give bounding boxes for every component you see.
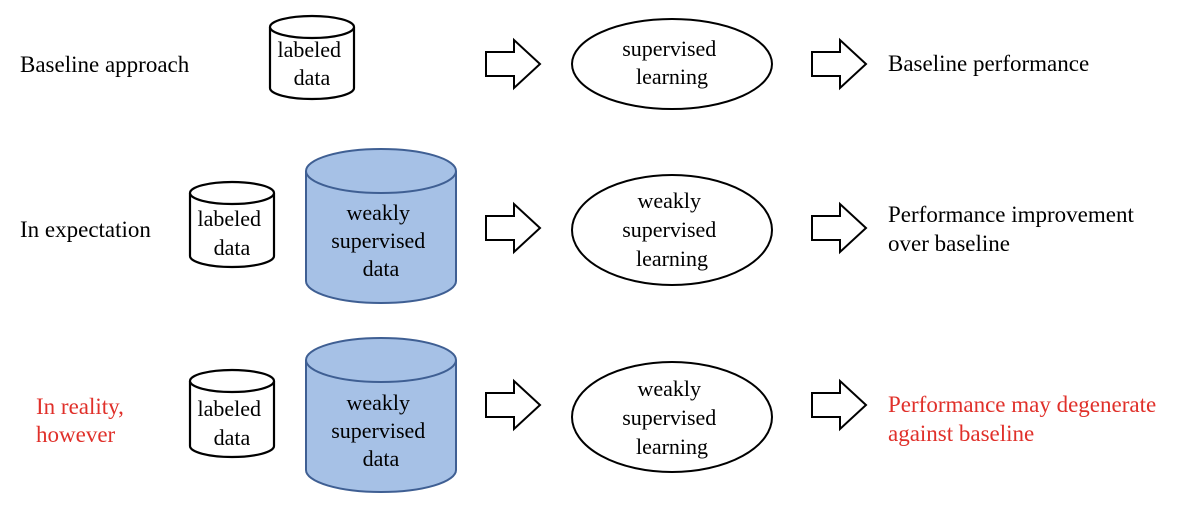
method-label: weakly supervised learning: [622, 188, 722, 271]
cylinder-body: [188, 381, 276, 459]
cylinder-top: [188, 180, 276, 206]
row-label-line: In expectation: [20, 217, 151, 242]
result-label-line: against baseline: [888, 421, 1034, 446]
cylinder-label-line: data: [294, 65, 331, 90]
cylinder-label-line: supervised: [331, 228, 425, 253]
result-label-line: Performance improvement: [888, 202, 1134, 227]
cylinder-label-line: labeled: [197, 396, 261, 421]
method-label-line: supervised: [622, 217, 716, 242]
method-label-line: supervised: [622, 36, 716, 61]
method-label-line: weakly: [637, 376, 701, 401]
weakly-supervised-data-cylinder: weakly supervised data: [305, 337, 457, 493]
cylinder-label: weakly supervised data: [331, 390, 431, 471]
cylinder-body: [305, 360, 457, 493]
method-ellipse-shape: [571, 174, 773, 286]
cylinder-body: [268, 27, 356, 101]
cylinder-label-line: data: [214, 425, 251, 450]
method-ellipse: supervised learning: [571, 18, 773, 110]
cylinder-body: [188, 193, 276, 269]
weakly-supervised-data-cylinder: weakly supervised data: [305, 148, 457, 304]
right-arrow-icon: [485, 378, 542, 432]
cylinder-label-line: data: [363, 446, 400, 471]
row-reality: In reality, however labeled data weakly …: [36, 337, 1162, 493]
row-label: In reality, however: [36, 394, 130, 447]
result-label: Performance may degenerate against basel…: [888, 392, 1162, 446]
cylinder-top: [305, 337, 457, 383]
cylinder-label: labeled data: [197, 206, 266, 260]
method-ellipse: weakly supervised learning: [571, 174, 773, 286]
cylinder-label-line: supervised: [331, 418, 425, 443]
right-arrow-icon: [485, 201, 542, 255]
labeled-data-cylinder: labeled data: [188, 368, 276, 459]
result-label: Performance improvement over baseline: [888, 202, 1140, 256]
cylinder-label-line: labeled: [197, 206, 261, 231]
cylinder-label-line: labeled: [277, 37, 341, 62]
row-label-line: however: [36, 422, 116, 447]
row-baseline: Baseline approach labeled data supervise…: [20, 14, 1089, 110]
method-label-line: learning: [636, 246, 708, 271]
cylinder-label: labeled data: [197, 396, 266, 450]
right-arrow-icon: [811, 378, 868, 432]
method-label-line: weakly: [637, 188, 701, 213]
cylinder-label: weakly supervised data: [331, 200, 431, 281]
right-arrow-icon: [811, 201, 868, 255]
cylinder-top: [305, 148, 457, 194]
labeled-data-cylinder: labeled data: [268, 14, 356, 101]
row-expectation: In expectation labeled data weakly super…: [20, 148, 1140, 304]
row-label-line: In reality,: [36, 394, 124, 419]
method-label: weakly supervised learning: [622, 376, 722, 459]
cylinder-label-line: weakly: [346, 200, 410, 225]
cylinder-top: [268, 14, 356, 40]
result-label-line: Performance may degenerate: [888, 392, 1156, 417]
row-label-line: Baseline approach: [20, 52, 190, 77]
cylinder-label-line: data: [214, 235, 251, 260]
cylinder-label-line: weakly: [346, 390, 410, 415]
cylinder-label-line: data: [363, 256, 400, 281]
right-arrow-icon: [485, 37, 542, 91]
method-ellipse-shape: [571, 18, 773, 110]
labeled-data-cylinder: labeled data: [188, 180, 276, 269]
result-label-line: Baseline performance: [888, 51, 1089, 76]
cylinder-label: labeled data: [277, 37, 346, 90]
method-ellipse: weakly supervised learning: [571, 361, 773, 473]
row-label: In expectation: [20, 217, 151, 242]
right-arrow-icon: [811, 37, 868, 91]
method-label: supervised learning: [622, 36, 722, 89]
method-label-line: learning: [636, 64, 708, 89]
cylinder-top: [188, 368, 276, 394]
method-label-line: supervised: [622, 405, 716, 430]
result-label-line: over baseline: [888, 231, 1010, 256]
method-label-line: learning: [636, 434, 708, 459]
result-label: Baseline performance: [888, 51, 1089, 76]
cylinder-body: [305, 171, 457, 304]
row-label: Baseline approach: [20, 52, 190, 77]
method-ellipse-shape: [571, 361, 773, 473]
